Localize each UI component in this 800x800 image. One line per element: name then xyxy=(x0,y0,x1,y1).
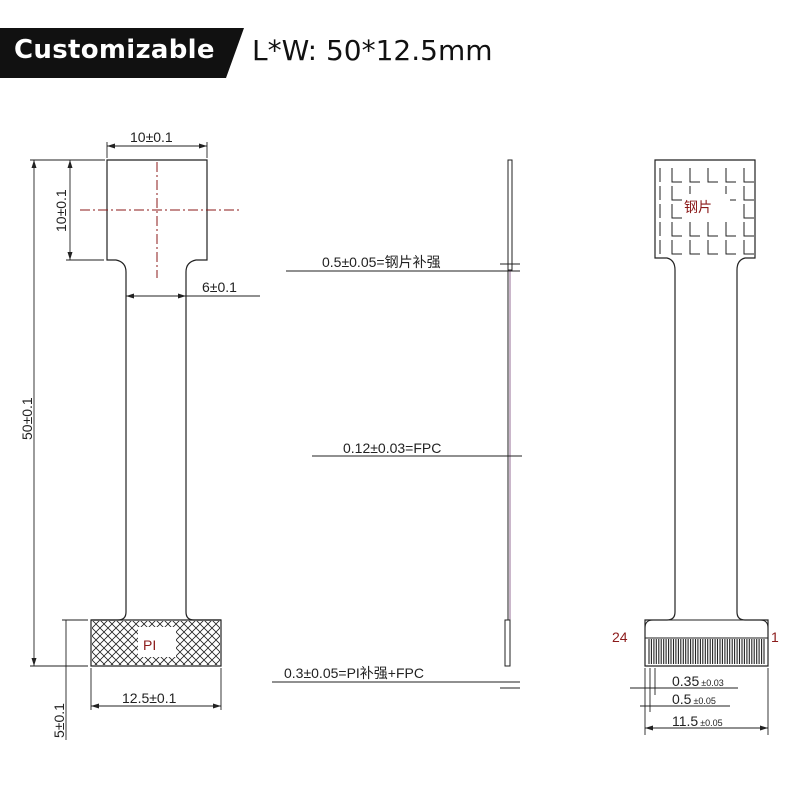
dim-bottom-height: 5±0.1 xyxy=(51,703,67,738)
pitch-dim: 0.35±0.03 xyxy=(672,673,724,689)
fpc-thickness-label: 0.12±0.03=FPC xyxy=(343,440,441,456)
dim-top-width: 10±0.1 xyxy=(130,129,173,145)
customizable-label: Customizable xyxy=(14,35,215,65)
fpc-outline xyxy=(90,159,222,667)
side-view xyxy=(272,159,522,689)
header-badge xyxy=(0,28,244,78)
pi-label: PI xyxy=(143,637,156,653)
dim-top-height: 10±0.1 xyxy=(53,189,69,232)
dim-bottom-width: 12.5±0.1 xyxy=(122,690,177,706)
steel-label: 钢片 xyxy=(684,199,712,215)
pin-1-label: 1 xyxy=(771,629,779,645)
center-marks xyxy=(80,162,242,278)
pi-fpc-label: 0.3±0.05=PI补强+FPC xyxy=(284,665,424,681)
dim-neck-width: 6±0.1 xyxy=(202,279,237,295)
dim-total-length: 50±0.1 xyxy=(19,397,35,440)
front-view xyxy=(90,159,222,667)
connector-pins xyxy=(644,619,769,639)
pin-24-label: 24 xyxy=(612,629,628,645)
pin-array xyxy=(648,639,765,664)
dimension-spec-label: L*W: 50*12.5mm xyxy=(252,34,493,67)
stiffener-label: 0.5±0.05=钢片补强 xyxy=(322,254,441,270)
connector-width-dim: 11.5±0.05 xyxy=(672,713,723,729)
back-view xyxy=(644,159,769,667)
pad-width-dim: 0.5±0.05 xyxy=(672,691,716,707)
